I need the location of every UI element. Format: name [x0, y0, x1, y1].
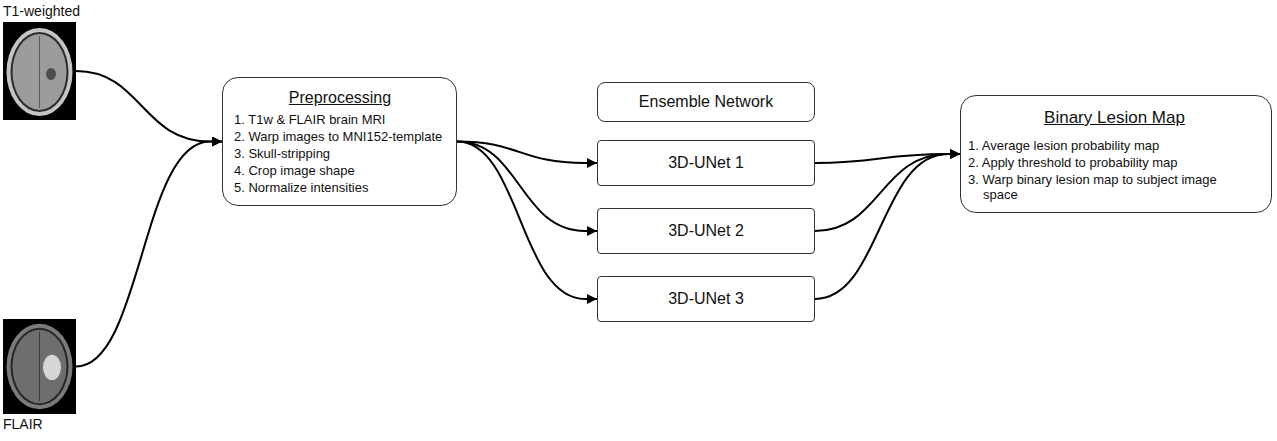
- network-box: 3D-UNet 2: [597, 208, 815, 254]
- box-label: 3D-UNet 1: [668, 154, 744, 172]
- mri-image: [3, 319, 76, 414]
- image-label: FLAIR: [3, 416, 43, 432]
- network-box: Ensemble Network: [597, 82, 815, 122]
- step-item: 3. Skull-stripping: [234, 146, 446, 161]
- connector-arrow: [457, 142, 597, 300]
- network-box: 3D-UNet 3: [597, 276, 815, 322]
- box-heading: Preprocessing: [234, 88, 446, 108]
- box-heading: Binary Lesion Map: [968, 108, 1261, 128]
- step-item: 4. Crop image shape: [234, 163, 446, 178]
- box-label: Ensemble Network: [639, 93, 773, 111]
- connector-arrow: [815, 154, 960, 299]
- mri-image: [3, 22, 76, 120]
- mri-scan: T1-weighted: [3, 22, 76, 120]
- step-item: 1. Average lesion probability map: [968, 138, 1223, 153]
- connector-arrow: [815, 154, 960, 231]
- step-item: 2. Warp images to MNI152-template: [234, 129, 446, 144]
- box-label: 3D-UNet 2: [668, 222, 744, 240]
- image-label: T1-weighted: [3, 3, 80, 19]
- step-item: 1. T1w & FLAIR brain MRI: [234, 112, 446, 127]
- step-item: 5. Normalize intensities: [234, 180, 446, 195]
- step-item: 2. Apply threshold to probability map: [968, 155, 1223, 170]
- step-item: 3. Warp binary lesion map to subject ima…: [968, 172, 1223, 202]
- box-label: 3D-UNet 3: [668, 290, 744, 308]
- process-box: Binary Lesion Map 1. Average lesion proba…: [960, 95, 1272, 213]
- network-box: 3D-UNet 1: [597, 140, 815, 186]
- connector-arrow: [457, 142, 597, 232]
- connector-arrow: [76, 71, 222, 142]
- mri-scan: FLAIR: [3, 319, 76, 414]
- process-box: Preprocessing 1. T1w & FLAIR brain MRI 2. …: [222, 77, 457, 206]
- connector-arrow: [76, 142, 222, 367]
